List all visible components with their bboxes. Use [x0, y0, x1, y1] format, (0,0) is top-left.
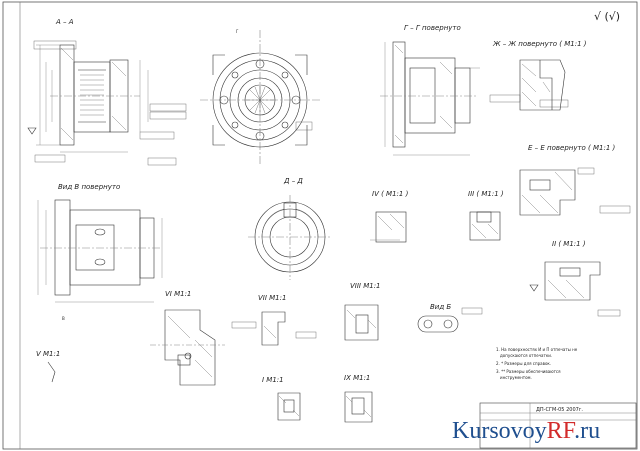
view-e-e: Е – Е повернуто ( М1:1 ) — [519, 144, 631, 216]
title-block: ДП-СГМ-05 2007г. — [479, 402, 637, 449]
view-flange-front: Г — [200, 29, 320, 165]
view-b: Вид Б — [417, 303, 483, 333]
note-line: инструментом. — [500, 375, 532, 380]
watermark-rf: RF — [547, 418, 576, 444]
view-a-a: А – А — [27, 18, 187, 166]
view-zh-zh: Ж – Ж повернуто ( М1:1 ) — [489, 40, 587, 111]
view-iii-label: III ( М1:1 ) — [468, 190, 504, 198]
note-line: 3. ** Размеры обеспечиваются — [496, 369, 561, 374]
view-v-left: V М1:1 — [36, 350, 60, 383]
technical-notes: 1. На поверхностях И и П отпечаты не доп… — [496, 347, 578, 380]
view-iv: IV ( М1:1 ) — [370, 190, 409, 243]
view-vii: VII М1:1 — [231, 294, 317, 346]
view-viii-label: VIII М1:1 — [350, 282, 381, 290]
watermark-ru: .ru — [574, 418, 600, 444]
view-iv-label: IV ( М1:1 ) — [372, 190, 409, 198]
view-v: Вид В повернуто В — [37, 183, 163, 321]
note-line: 1. На поверхностях И и П отпечаты не — [496, 347, 578, 352]
view-e-e-label: Е – Е повернуто ( М1:1 ) — [528, 144, 616, 152]
view-v-left-label: V М1:1 — [36, 350, 60, 358]
roughness-symbol: √ (√) — [594, 10, 620, 23]
note-line: 2. * Размеры для справок. — [496, 361, 551, 366]
svg-text:Г: Г — [236, 29, 239, 34]
view-v-label: Вид В повернуто — [58, 183, 120, 191]
view-ix-label: IX М1:1 — [344, 374, 370, 382]
view-d-d-label: Д – Д — [283, 177, 303, 185]
view-viii: VIII М1:1 — [344, 282, 381, 341]
view-a-a-label: А – А — [55, 18, 74, 26]
view-b-label: Вид Б — [430, 303, 451, 311]
view-g-g: Г – Г повернуто — [380, 24, 480, 156]
view-zh-zh-label: Ж – Ж повернуто ( М1:1 ) — [492, 40, 587, 48]
view-g-g-label: Г – Г повернуто — [404, 24, 461, 32]
view-detail-i: II ( М1:1 ) — [529, 240, 621, 317]
watermark: KursovoyRF.ru — [452, 418, 600, 444]
view-iii: III ( М1:1 ) — [468, 190, 504, 241]
view-vi: VI М1:1 — [150, 290, 225, 386]
view-i-small: I М1:1 — [262, 376, 301, 421]
view-vii-label: VII М1:1 — [258, 294, 286, 302]
view-vi-label: VI М1:1 — [165, 290, 191, 298]
note-line: допускаются отпечатки. — [500, 353, 552, 358]
view-i-small-label: I М1:1 — [262, 376, 284, 384]
view-ix: IX М1:1 — [344, 374, 373, 423]
watermark-kursovoy: Kursovoy — [452, 418, 547, 444]
document-code: ДП-СГМ-05 2007г. — [536, 407, 583, 413]
view-d-d: Д – Д — [248, 177, 332, 280]
view-ii-label: II ( М1:1 ) — [552, 240, 586, 248]
svg-text:В: В — [62, 316, 65, 321]
